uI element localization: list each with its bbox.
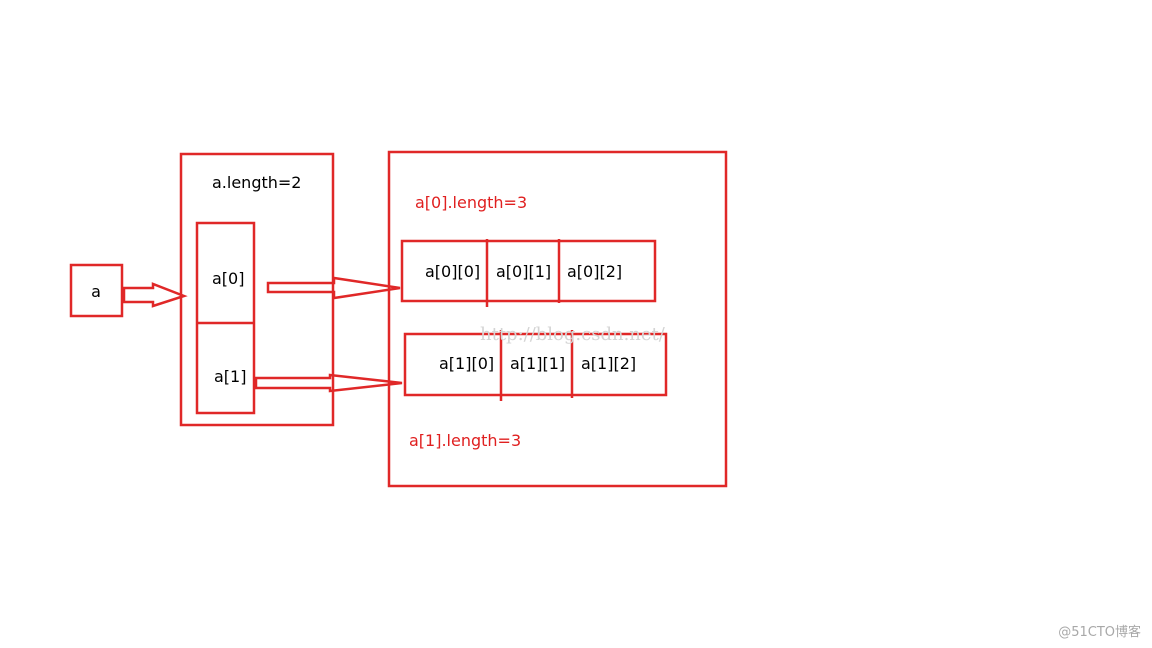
cell-label: a[1][1] <box>510 354 565 373</box>
row0-cells-box <box>400 239 657 303</box>
row1-ref-label: a[1] <box>214 367 246 386</box>
cell-label: a[1][2] <box>581 354 636 373</box>
inner0-length-label: a[0].length=3 <box>415 193 527 212</box>
outer-length-label: a.length=2 <box>212 173 301 192</box>
arrow-var-to-array <box>122 282 188 308</box>
cell-label: a[1][0] <box>439 354 494 373</box>
watermark-text: http://blog.csdn.net/ <box>480 324 666 345</box>
outer-array-container <box>179 152 335 427</box>
cell-label: a[0][1] <box>496 262 551 281</box>
row1-cells-box <box>403 332 668 397</box>
ref-column-box <box>195 221 256 415</box>
var-a-label: a <box>91 282 101 301</box>
var-a-box <box>69 263 124 318</box>
cell-label: a[0][2] <box>567 262 622 281</box>
row0-ref-label: a[0] <box>212 269 244 288</box>
cell-label: a[0][0] <box>425 262 480 281</box>
arrow-row0-to-cells <box>266 276 401 300</box>
inner1-length-label: a[1].length=3 <box>409 431 521 450</box>
inner-arrays-container <box>387 150 728 488</box>
arrow-row1-to-cells <box>254 373 403 393</box>
brand-watermark: @51CTO博客 <box>1058 624 1141 640</box>
